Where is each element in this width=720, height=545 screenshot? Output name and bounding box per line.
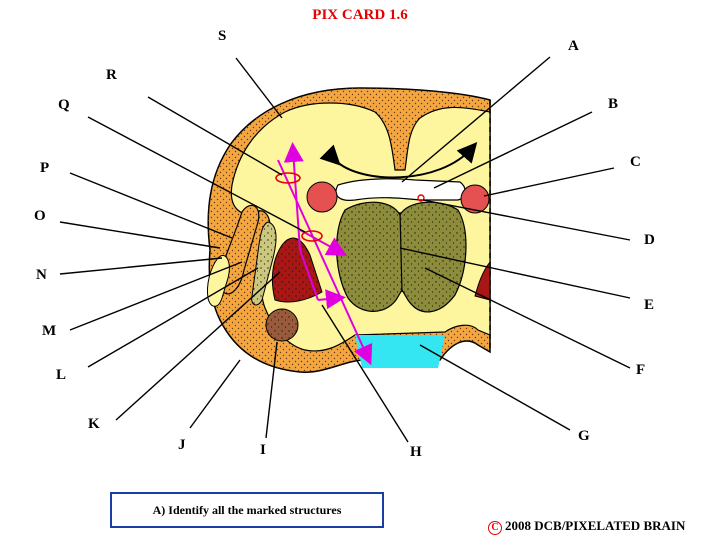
label-j: J xyxy=(178,437,186,453)
marker-ellipse-q xyxy=(301,230,323,242)
label-r: R xyxy=(106,67,117,83)
label-s: S xyxy=(218,28,227,44)
right-red-wedge xyxy=(474,260,491,301)
card-title: PIX CARD 1.6 xyxy=(312,7,408,23)
label-p: P xyxy=(40,160,50,176)
label-q: Q xyxy=(58,97,70,113)
hypothalamus-region xyxy=(355,335,445,368)
label-l: L xyxy=(56,367,67,383)
thalamus xyxy=(336,201,467,313)
label-g: G xyxy=(578,428,590,444)
label-e: E xyxy=(644,297,655,313)
copyright-icon: C xyxy=(488,521,502,535)
label-h: H xyxy=(410,444,422,460)
label-k: K xyxy=(88,416,100,432)
magenta-arrows xyxy=(277,142,373,366)
label-o: O xyxy=(34,208,46,224)
instruction-text: A) Identify all the marked structures xyxy=(152,502,342,517)
label-b: B xyxy=(608,96,619,112)
leader-lines xyxy=(59,56,631,443)
callosal-arrow xyxy=(319,141,478,179)
instruction-box: A) Identify all the marked structures xyxy=(110,492,384,528)
corpus-callosum xyxy=(335,178,466,201)
copyright-text: 2008 DCB/PIXELATED BRAIN xyxy=(505,518,686,533)
caudate-left xyxy=(306,181,338,213)
marker-circle-d xyxy=(417,194,425,202)
label-a: A xyxy=(568,38,579,54)
label-c: C xyxy=(630,154,641,170)
label-f: F xyxy=(636,362,646,378)
label-m: M xyxy=(42,323,57,339)
marker-ellipse-r xyxy=(275,172,301,184)
label-i: I xyxy=(260,442,266,458)
label-d: D xyxy=(644,232,655,248)
caudate-right xyxy=(460,184,490,214)
label-n: N xyxy=(36,267,47,283)
